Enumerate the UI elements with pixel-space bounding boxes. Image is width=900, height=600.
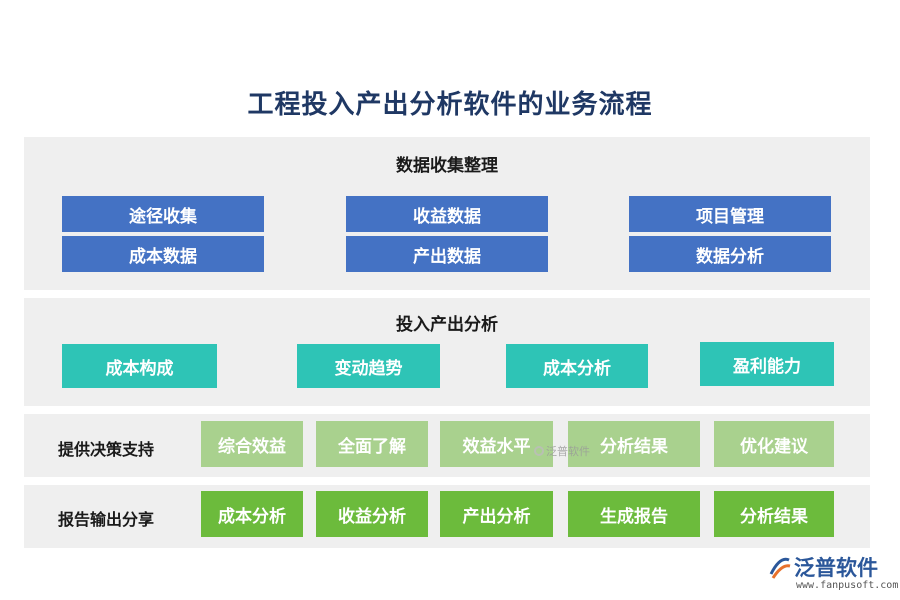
panel-title-data-collection: 数据收集整理 bbox=[396, 156, 498, 176]
box-cost-structure: 成本构成 bbox=[62, 344, 217, 388]
box-benefit-level: 效益水平 bbox=[440, 421, 553, 467]
box-analysis-result-2: 分析结果 bbox=[714, 491, 834, 537]
box-analysis-result-1: 分析结果 bbox=[568, 421, 700, 467]
box-cost-analysis: 成本分析 bbox=[506, 344, 648, 388]
box-profitability: 盈利能力 bbox=[700, 342, 834, 386]
box-revenue-data: 收益数据 bbox=[346, 196, 548, 232]
watermark-center: 泛普软件 bbox=[534, 443, 590, 459]
fanpu-logo-icon bbox=[769, 557, 791, 579]
brand-logo: 泛普软件 www.fanpusoft.com bbox=[768, 552, 898, 596]
box-project-management: 项目管理 bbox=[629, 196, 831, 232]
page-title: 工程投入产出分析软件的业务流程 bbox=[247, 90, 653, 120]
box-change-trend: 变动趋势 bbox=[297, 344, 440, 388]
row-label-report-share: 报告输出分享 bbox=[58, 510, 155, 529]
box-optimization-advice: 优化建议 bbox=[714, 421, 834, 467]
watermark-logo-icon bbox=[534, 446, 544, 456]
box-generate-report: 生成报告 bbox=[568, 491, 700, 537]
box-output-data: 产出数据 bbox=[346, 236, 548, 272]
box-full-understanding: 全面了解 bbox=[316, 421, 428, 467]
watermark-center-text: 泛普软件 bbox=[546, 445, 590, 458]
row-label-decision-support: 提供决策支持 bbox=[58, 440, 155, 459]
box-overall-benefit: 综合效益 bbox=[201, 421, 303, 467]
box-revenue-analysis: 收益分析 bbox=[316, 491, 428, 537]
box-cost-data: 成本数据 bbox=[62, 236, 264, 272]
logo-name: 泛普软件 bbox=[794, 556, 878, 580]
box-route-collection: 途径收集 bbox=[62, 196, 264, 232]
box-data-analysis: 数据分析 bbox=[629, 236, 831, 272]
box-output-analysis: 产出分析 bbox=[440, 491, 553, 537]
box-cost-analysis-report: 成本分析 bbox=[201, 491, 303, 537]
logo-url: www.fanpusoft.com bbox=[796, 580, 899, 591]
panel-title-io-analysis: 投入产出分析 bbox=[396, 315, 498, 335]
